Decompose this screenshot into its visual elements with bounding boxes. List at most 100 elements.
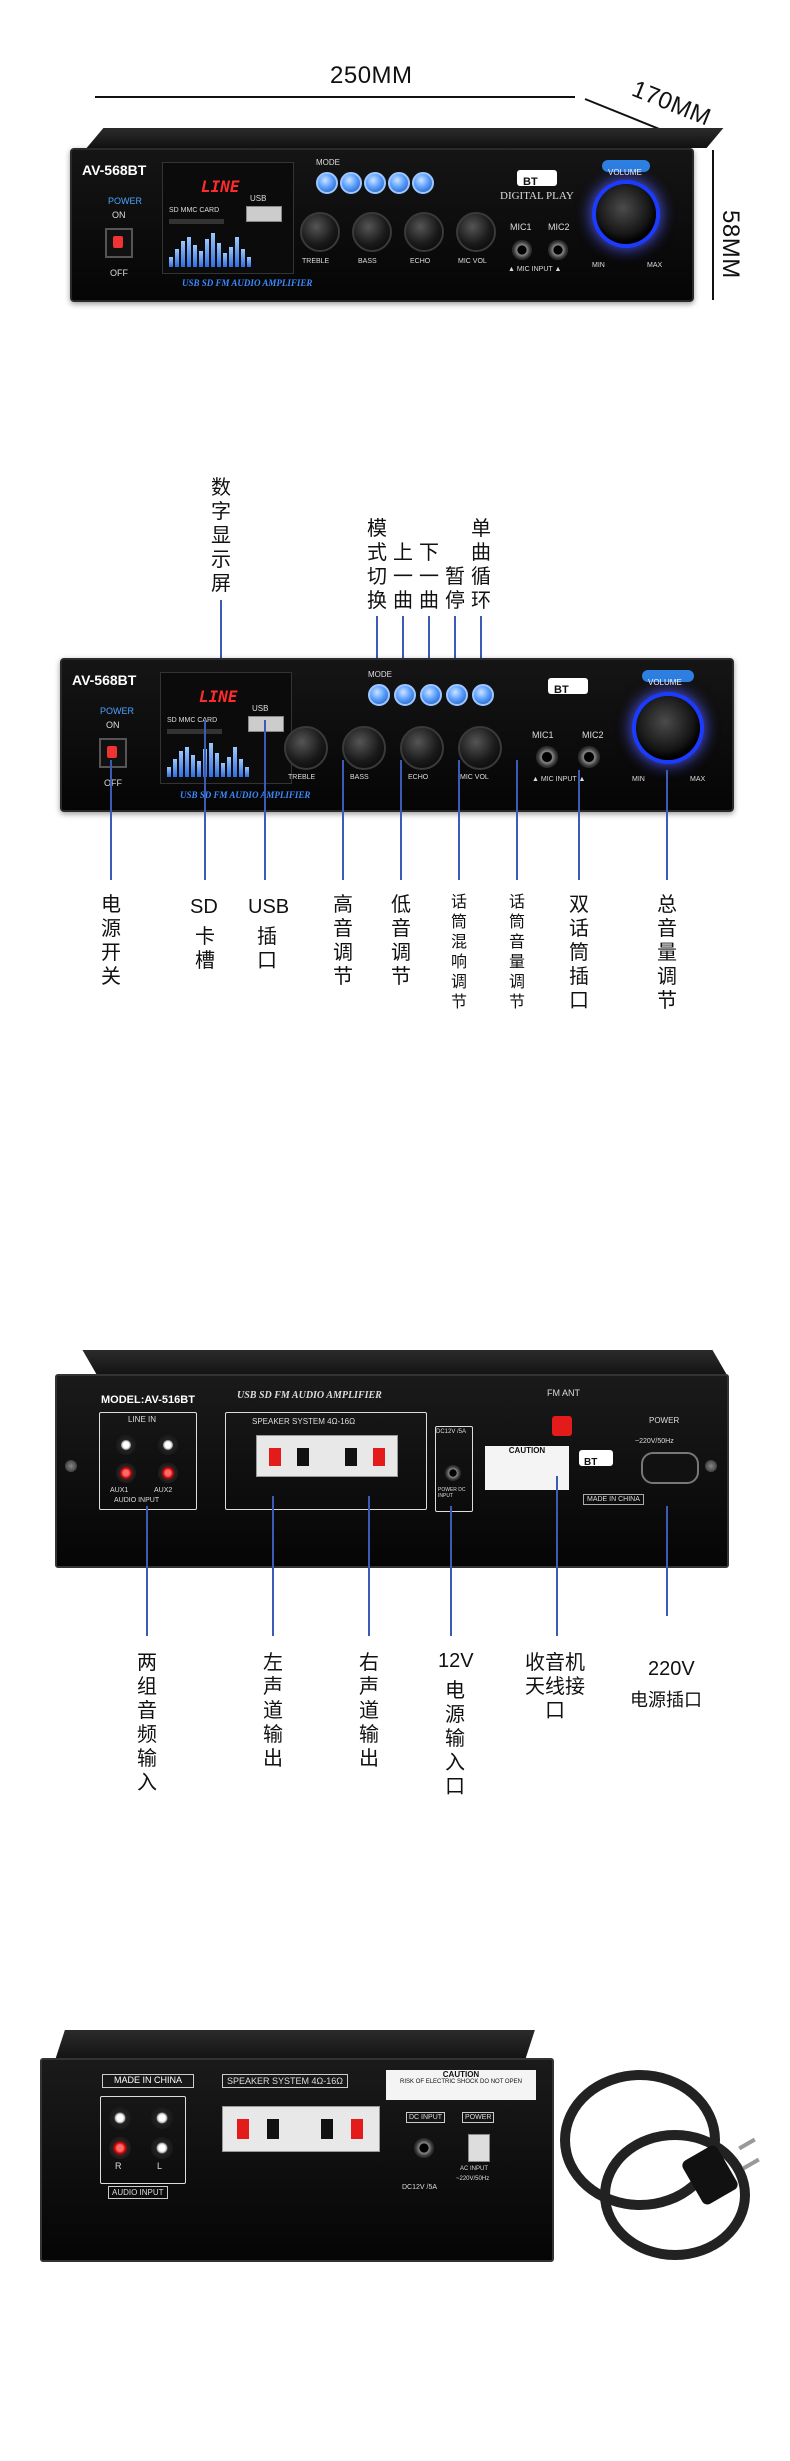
bt-badge: BT xyxy=(517,170,557,188)
power-switch[interactable] xyxy=(105,228,133,258)
mic2-label: MIC2 xyxy=(548,222,570,232)
plug-prong-2 xyxy=(742,2157,760,2171)
echo-knob-2[interactable] xyxy=(400,726,444,770)
prev-button-2[interactable] xyxy=(394,684,416,706)
amp-top-surface xyxy=(86,128,724,148)
echo-knob[interactable] xyxy=(404,212,444,252)
next-button-2[interactable] xyxy=(420,684,442,706)
prev-button[interactable] xyxy=(340,172,362,194)
usb-port-2[interactable] xyxy=(248,716,284,732)
rear2-power-switch[interactable] xyxy=(468,2134,490,2162)
width-dimension-line xyxy=(95,96,575,98)
callout-audio-inputs: 两组音频输入 xyxy=(137,1650,157,1794)
bass-knob-2[interactable] xyxy=(342,726,386,770)
bass-knob[interactable] xyxy=(352,212,392,252)
dc-jack[interactable] xyxy=(445,1465,461,1481)
callout-220v-socket: 电源插口 xyxy=(630,1690,702,1711)
rear2-right-black-terminal[interactable] xyxy=(321,2119,333,2139)
power-switch-2[interactable] xyxy=(99,738,127,768)
mic-vol-knob-2[interactable] xyxy=(458,726,502,770)
rear2-right-red-terminal[interactable] xyxy=(351,2119,363,2139)
aux2-rca-white[interactable] xyxy=(158,1435,178,1455)
callout-bass: 低音调节 xyxy=(391,892,411,988)
repeat-button[interactable] xyxy=(412,172,434,194)
bt-label: BT xyxy=(523,176,538,188)
rear2-made-in-china-text: MADE IN CHINA xyxy=(113,2075,182,2085)
aux1-rca-red[interactable] xyxy=(116,1463,136,1483)
dc-label: DC12V /5A xyxy=(436,1429,467,1435)
volume-knob[interactable] xyxy=(596,184,656,244)
rear2-audio-input-label: AUDIO INPUT xyxy=(108,2186,168,2199)
callout-220v-prefix: 220V xyxy=(648,1658,695,1680)
treble-knob[interactable] xyxy=(300,212,340,252)
mic2-jack-2[interactable] xyxy=(578,746,600,768)
volume-max-label: MAX xyxy=(647,262,663,269)
left-red-terminal[interactable] xyxy=(269,1448,281,1466)
leader-left-output xyxy=(272,1496,274,1636)
sd-card-slot[interactable] xyxy=(169,219,224,224)
rear2-dc-jack[interactable] xyxy=(414,2138,434,2158)
power-cable-loop-2 xyxy=(600,2130,750,2260)
right-red-terminal[interactable] xyxy=(373,1448,385,1466)
leader-treble xyxy=(342,760,344,880)
leader-fm-ant xyxy=(556,1476,558,1636)
callout-right-output: 右声道输出 xyxy=(359,1650,379,1770)
volume-knob-2[interactable] xyxy=(636,696,700,760)
rear2-rca-r-red[interactable] xyxy=(109,2137,131,2159)
on-label-2: ON xyxy=(106,720,120,730)
sd-card-slot-2[interactable] xyxy=(167,729,222,734)
pause-button-2[interactable] xyxy=(446,684,468,706)
mode-button[interactable] xyxy=(316,172,338,194)
mic1-label-2: MIC1 xyxy=(532,730,554,740)
pause-button[interactable] xyxy=(388,172,410,194)
digital-play-label: DIGITAL PLAY xyxy=(500,190,574,202)
power-dc-input-label: POWER DC INPUT xyxy=(438,1487,466,1499)
mode-button-2[interactable] xyxy=(368,684,390,706)
mode-label-2: MODE xyxy=(368,670,392,679)
audio-input-box: LINE IN AUX1 AUX2 AUDIO INPUT xyxy=(99,1412,197,1510)
mic1-jack[interactable] xyxy=(512,240,532,260)
callout-12v-input: 电源输入口 xyxy=(445,1678,465,1798)
rear2-left-red-terminal[interactable] xyxy=(237,2119,249,2139)
mic-input-label: ▲ MIC INPUT ▲ xyxy=(508,266,562,273)
rear2-left-black-terminal[interactable] xyxy=(267,2119,279,2139)
mic-vol-label: MIC VOL xyxy=(458,258,487,265)
display-text-2: LINE xyxy=(199,687,238,706)
rear2-rca-l-white[interactable] xyxy=(151,2137,173,2159)
off-label-2: OFF xyxy=(104,778,122,788)
amplifier-front: AV-568BT POWER ON OFF LINE SD MMC CARD U… xyxy=(70,148,694,302)
leader-dc-input xyxy=(450,1506,452,1636)
rear2-caution-plate: CAUTION RISK OF ELECTRIC SHOCK DO NOT OP… xyxy=(386,2070,536,2100)
callout-next-track: 下一曲 xyxy=(419,540,439,612)
rear-annotated-panel: MODEL:AV-516BT LINE IN AUX1 AUX2 AUDIO I… xyxy=(0,1060,790,1830)
aux1-rca-white[interactable] xyxy=(116,1435,136,1455)
callout-single-repeat: 单曲循环 xyxy=(471,516,491,612)
mic2-jack[interactable] xyxy=(548,240,568,260)
leader-echo xyxy=(458,760,460,880)
volume-label: VOLUME xyxy=(608,168,642,177)
mic-vol-knob[interactable] xyxy=(456,212,496,252)
rear-top-surface xyxy=(82,1350,728,1376)
treble-knob-2[interactable] xyxy=(284,726,328,770)
aux2-rca-red[interactable] xyxy=(158,1463,178,1483)
next-button[interactable] xyxy=(364,172,386,194)
right-black-terminal[interactable] xyxy=(345,1448,357,1466)
repeat-button-2[interactable] xyxy=(472,684,494,706)
ac-power-socket[interactable] xyxy=(641,1452,699,1484)
mic-vol-label-2: MIC VOL xyxy=(460,774,489,781)
ac-rating-label: ~220V/50Hz xyxy=(635,1438,674,1445)
left-black-terminal[interactable] xyxy=(297,1448,309,1466)
callout-power-switch: 电源开关 xyxy=(101,892,121,988)
rear2-rca-r[interactable] xyxy=(109,2107,131,2129)
leader-mic-vol xyxy=(516,760,518,880)
leader-bass xyxy=(400,760,402,880)
usb-port[interactable] xyxy=(246,206,282,222)
volume-max-label-2: MAX xyxy=(690,776,706,783)
dimensions-panel: 250MM 170MM 58MM AV-568BT POWER ON OFF L… xyxy=(0,0,790,320)
fm-antenna-connector[interactable] xyxy=(552,1416,572,1436)
mic1-jack-2[interactable] xyxy=(536,746,558,768)
digital-display-2: LINE SD MMC CARD xyxy=(160,672,292,784)
rear2-power-label: POWER xyxy=(462,2112,495,2123)
rear2-rca-l[interactable] xyxy=(151,2107,173,2129)
amplifier-rear: MODEL:AV-516BT LINE IN AUX1 AUX2 AUDIO I… xyxy=(55,1374,729,1568)
